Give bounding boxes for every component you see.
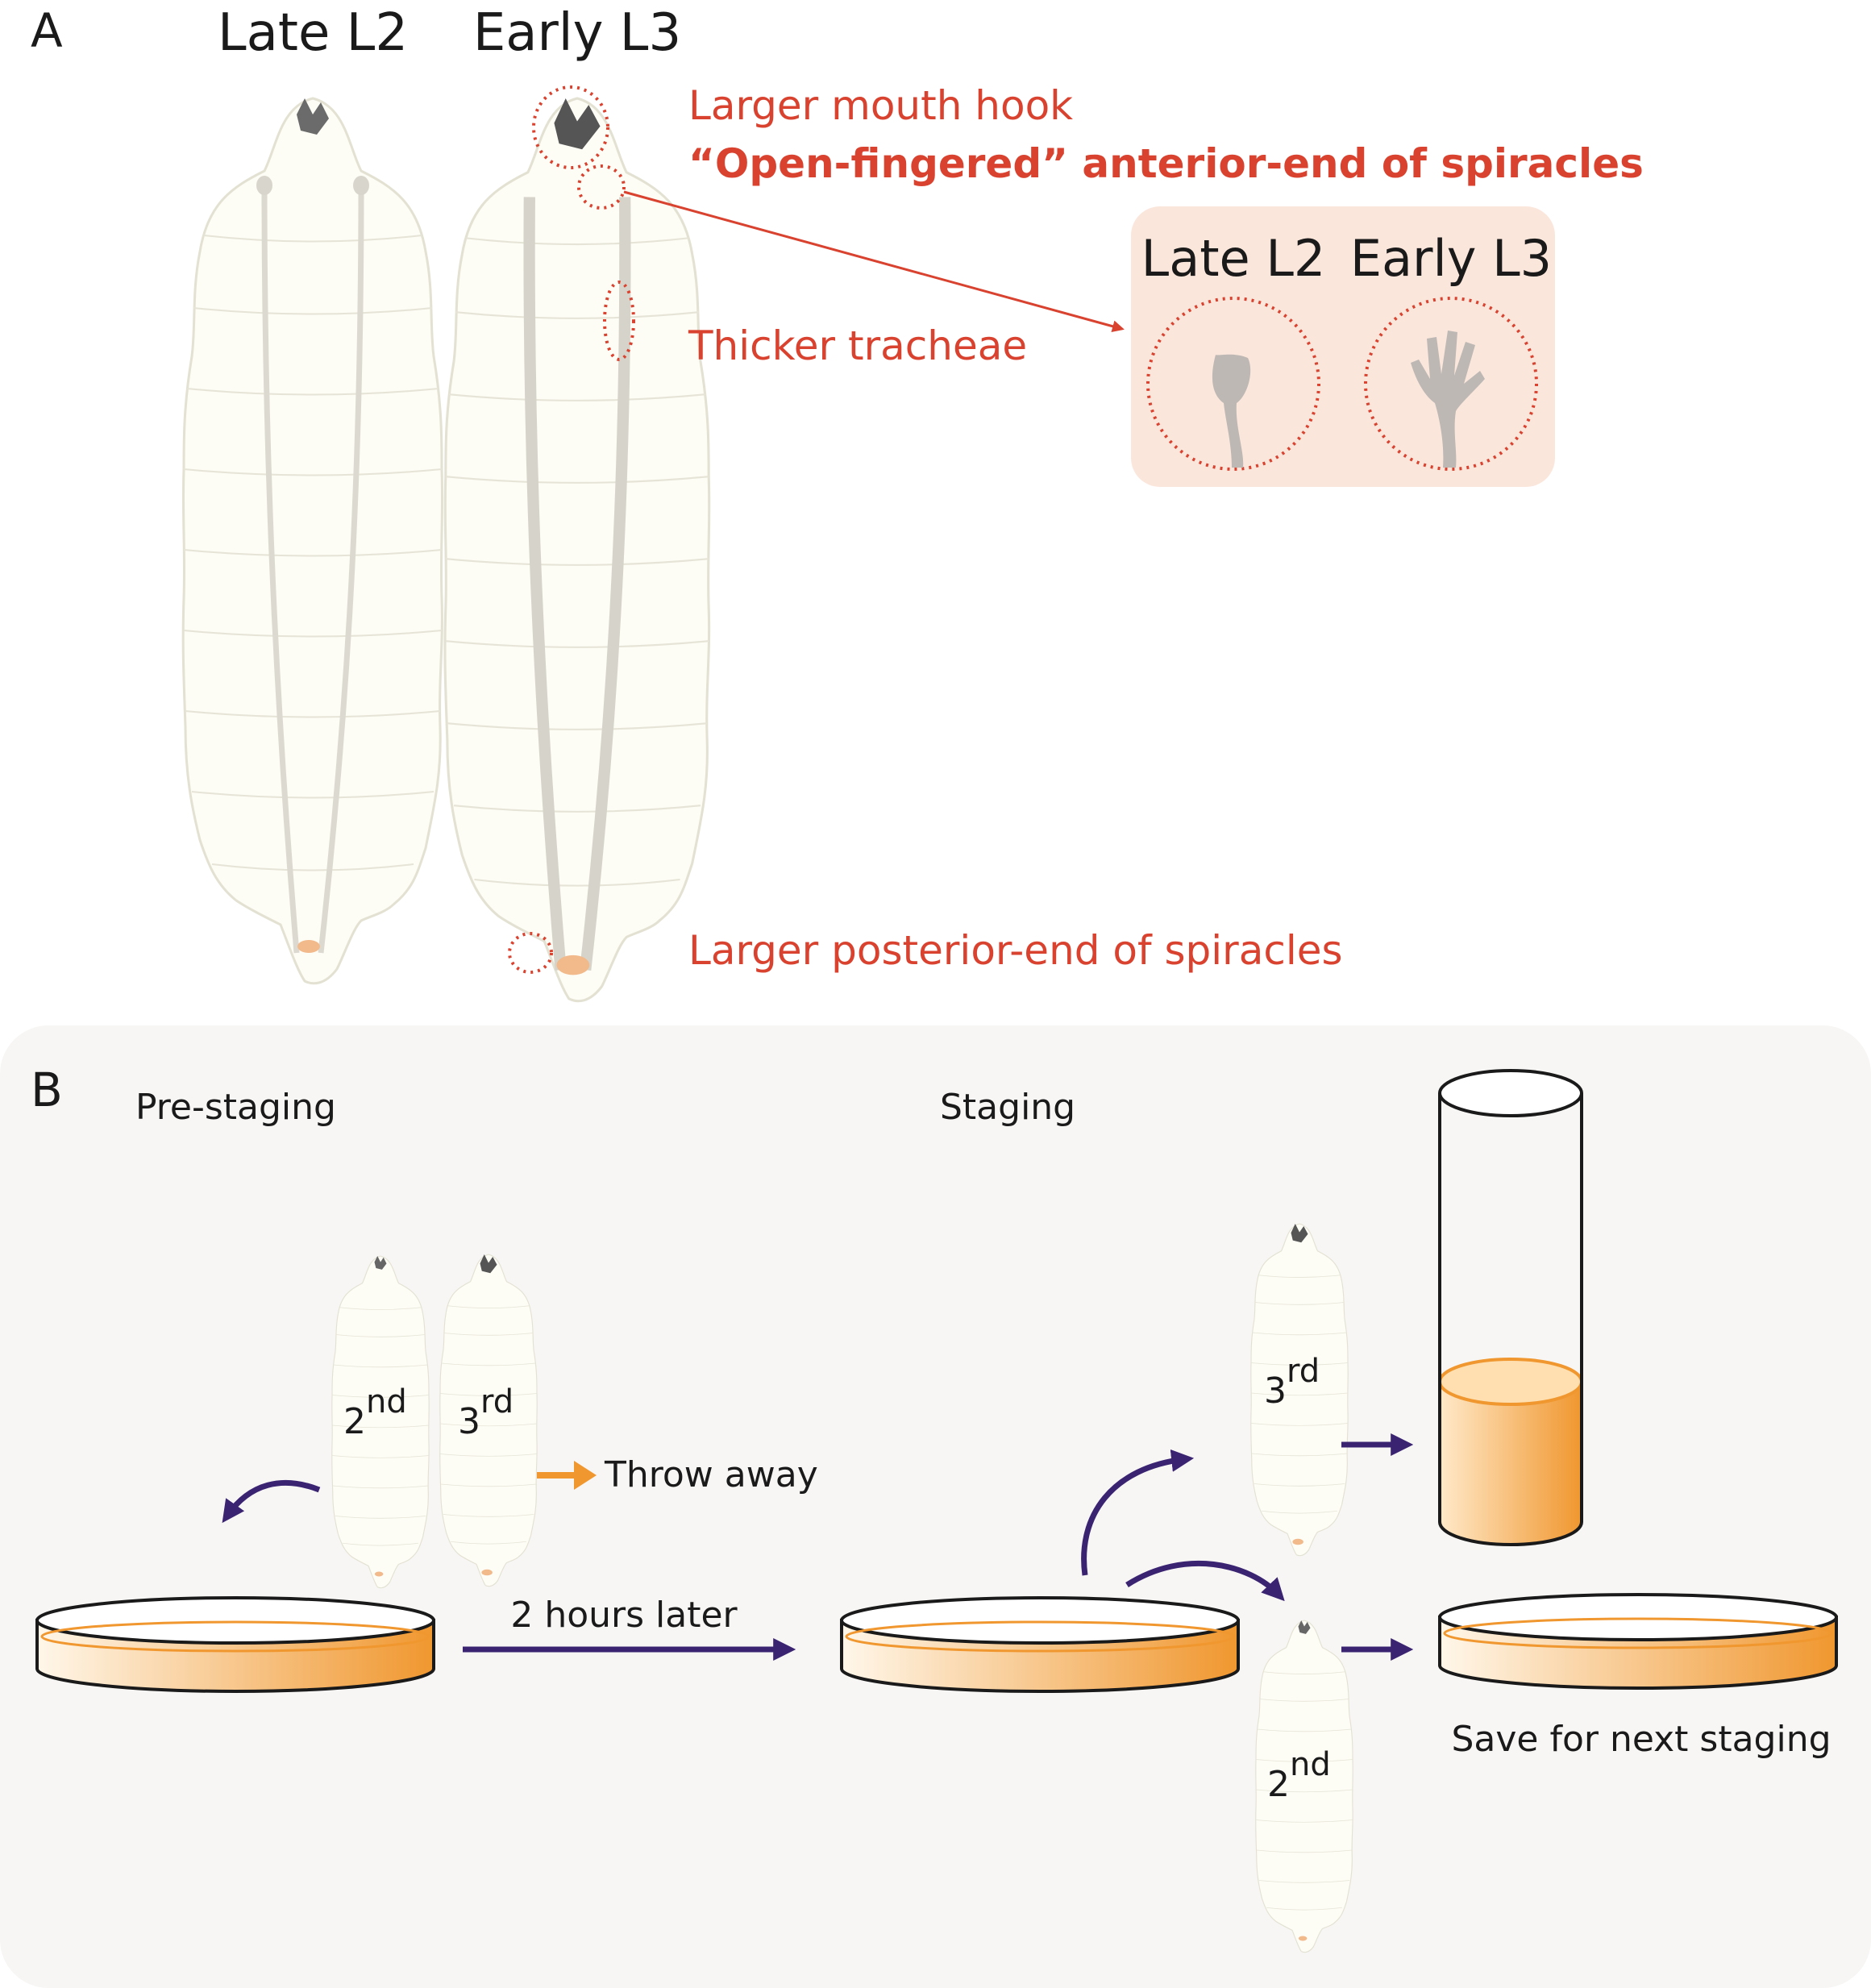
two-hours-later-label: 2 hours later: [510, 1595, 738, 1636]
open-fingered-callout: “Open-fingered” anterior-end of spiracle…: [688, 140, 1644, 187]
posterior-callout: Larger posterior-end of spiracles: [688, 927, 1343, 974]
staging-title: Staging: [940, 1087, 1075, 1128]
save-food-dish: [1438, 1593, 1838, 1690]
spiracle-inset: Late L2 Early L3: [1131, 206, 1555, 487]
late-l2-larva: [181, 97, 444, 985]
inset-late-l2-label: Late L2: [1141, 229, 1326, 288]
process-arrows: [222, 1433, 1414, 1661]
l3-spiracle-icon: [1411, 331, 1485, 468]
prestage-2nd-label: 2nd: [343, 1383, 407, 1442]
inset-pointer-arrow: [623, 190, 1125, 333]
throw-away-label: Throw away: [604, 1454, 818, 1495]
panel-b-letter: B: [31, 1063, 63, 1117]
staged-3rd-label: 3rd: [1264, 1353, 1320, 1412]
staged-larva-2nd: [1255, 1620, 1353, 1953]
l2-spiracle-icon: [1212, 354, 1251, 468]
prestage-food-dish: [35, 1596, 435, 1693]
save-next-staging-label: Save for next staging: [1451, 1719, 1831, 1760]
highlight-markers: [508, 85, 635, 974]
inset-early-l3-label: Early L3: [1350, 229, 1552, 288]
prestage-larva-2nd: [331, 1255, 430, 1589]
tracheae-callout: Thicker tracheae: [688, 322, 1027, 369]
tracheae-icon: [261, 186, 364, 954]
throw-away-arrow-icon: [574, 1461, 597, 1490]
prestage-larva-3rd: [439, 1254, 538, 1587]
tracheae-icon: [523, 197, 631, 971]
mouth-hook-icon: [297, 98, 329, 135]
mouth-hook-callout: Larger mouth hook: [688, 82, 1073, 129]
posterior-spiracle-icon: [556, 954, 590, 975]
staged-larva-3rd: [1250, 1223, 1349, 1557]
posterior-spiracle-icon: [297, 940, 320, 953]
mouth-hook-icon: [554, 98, 601, 150]
early-l3-title: Early L3: [473, 3, 681, 63]
panel-a-letter: A: [31, 3, 63, 58]
staging-food-dish: [840, 1596, 1240, 1693]
late-l2-title: Late L2: [218, 3, 408, 63]
prestage-3rd-label: 3rd: [458, 1383, 513, 1442]
pre-staging-title: Pre-staging: [135, 1087, 336, 1128]
staged-2nd-label: 2nd: [1267, 1746, 1331, 1805]
food-vial: [1438, 1069, 1583, 1546]
early-l3-larva: [443, 97, 711, 1003]
panel-b-background: [0, 1025, 1871, 1988]
